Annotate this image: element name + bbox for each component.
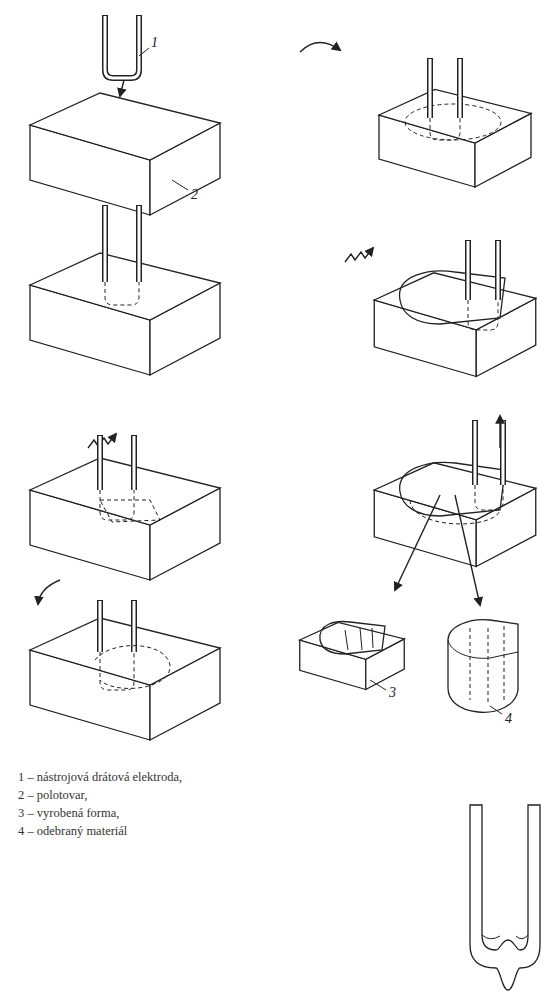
wire-electrode bbox=[105, 15, 139, 78]
legend-entry: 4 – odebraný materiál bbox=[18, 824, 127, 839]
legend-entry: 1 – nástrojová drátová elektroda, bbox=[18, 770, 182, 785]
cut-outline bbox=[448, 620, 518, 713]
workpiece-block bbox=[379, 89, 531, 187]
cut-trace bbox=[410, 500, 500, 524]
motion-arrow bbox=[38, 580, 60, 604]
motion-arrow bbox=[499, 416, 500, 448]
cut-outline bbox=[482, 935, 528, 939]
callout-number: 4 bbox=[505, 712, 512, 726]
callout-number: 1 bbox=[151, 36, 158, 50]
workpiece-block bbox=[374, 273, 536, 377]
wire-electrode bbox=[105, 205, 139, 305]
legend-entry: 2 – polotovar, bbox=[18, 788, 87, 803]
cut-trace bbox=[95, 646, 170, 689]
wire-electrode bbox=[430, 58, 460, 140]
cut-outline bbox=[470, 805, 540, 990]
cut-outline bbox=[345, 628, 373, 650]
motion-arrow bbox=[395, 495, 440, 590]
cut-outline bbox=[400, 271, 505, 324]
cut-outline bbox=[139, 48, 149, 56]
motion-arrow bbox=[455, 495, 480, 605]
cut-outline bbox=[320, 622, 385, 654]
workpiece-block bbox=[30, 458, 220, 580]
wire-electrode bbox=[468, 240, 498, 330]
motion-arrow bbox=[345, 248, 373, 262]
cut-outline bbox=[448, 640, 518, 658]
wire-electrode bbox=[475, 420, 503, 510]
legend-entry: 3 – vyrobená forma, bbox=[18, 806, 119, 821]
workpiece-block bbox=[30, 93, 220, 215]
motion-arrow bbox=[120, 80, 124, 96]
wire-electrode bbox=[100, 600, 134, 690]
workpiece-block bbox=[374, 463, 536, 567]
callout-number: 3 bbox=[389, 686, 396, 700]
motion-arrow bbox=[300, 42, 340, 52]
cut-trace bbox=[405, 104, 501, 140]
cut-outline bbox=[490, 706, 502, 714]
cut-outline bbox=[370, 680, 386, 690]
workpiece-block bbox=[30, 618, 220, 740]
callout-number: 2 bbox=[191, 188, 198, 202]
wire-electrode bbox=[100, 435, 134, 520]
workpiece-block bbox=[300, 622, 405, 689]
cut-outline bbox=[172, 180, 188, 190]
cut-trace bbox=[100, 500, 160, 522]
cut-outline bbox=[400, 462, 505, 516]
cut-trace bbox=[470, 626, 504, 705]
workpiece-block bbox=[30, 253, 220, 375]
